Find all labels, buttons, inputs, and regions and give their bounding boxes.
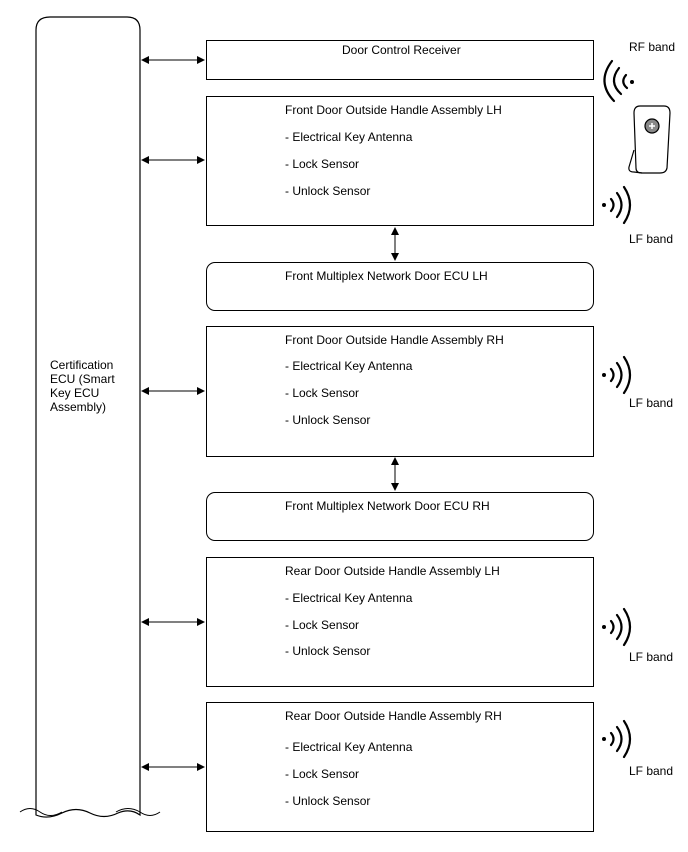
lf-band-label: LF band	[629, 396, 674, 410]
handle-item: - Lock Sensor	[285, 157, 360, 171]
ecu-label-line: ECU (Smart	[50, 372, 115, 386]
front-door-handle-lh-box: Front Door Outside Handle Assembly LH - …	[206, 96, 594, 226]
handle-title: Front Door Outside Handle Assembly LH	[285, 103, 502, 117]
handle-item: - Lock Sensor	[285, 386, 360, 400]
front-door-handle-rh-box: Front Door Outside Handle Assembly RH - …	[206, 326, 594, 457]
handle-item: - Unlock Sensor	[285, 184, 371, 198]
lf-band-label: LF band	[629, 650, 674, 664]
door-ecu-rh-box: Front Multiplex Network Door ECU RH	[206, 492, 594, 541]
lf-wave-icon	[602, 185, 632, 225]
handle-title: Rear Door Outside Handle Assembly RH	[285, 709, 502, 723]
door-ecu-title: Front Multiplex Network Door ECU RH	[285, 499, 490, 513]
handle-item: - Unlock Sensor	[285, 413, 371, 427]
handle-item: - Electrical Key Antenna	[285, 740, 413, 754]
handle-title: Front Door Outside Handle Assembly RH	[285, 333, 504, 347]
door-control-receiver-box: Door Control Receiver	[206, 40, 594, 80]
lf-wave-icon	[602, 355, 632, 395]
lf-wave-icon	[602, 719, 632, 759]
lf-band-label: LF band	[629, 764, 674, 778]
lf-band-label: LF band	[629, 232, 674, 246]
handle-item: - Electrical Key Antenna	[285, 130, 413, 144]
handle-item: - Lock Sensor	[285, 767, 360, 781]
handle-item: - Lock Sensor	[285, 618, 360, 632]
key-fob-icon	[628, 105, 671, 174]
ecu-label-line: Assembly)	[50, 400, 107, 414]
handle-item: - Unlock Sensor	[285, 794, 371, 808]
handle-item: - Unlock Sensor	[285, 644, 371, 658]
rf-wave-icon	[603, 59, 634, 103]
ecu-label-line: Key ECU	[50, 386, 100, 400]
receiver-title: Door Control Receiver	[342, 43, 461, 57]
door-ecu-lh-box: Front Multiplex Network Door ECU LH	[206, 262, 594, 311]
lf-wave-icon	[602, 607, 632, 647]
rear-door-handle-rh-box: Rear Door Outside Handle Assembly RH - E…	[206, 702, 594, 832]
ecu-label: Certification ECU (Smart Key ECU Assembl…	[50, 358, 130, 414]
ecu-label-line: Certification	[50, 358, 114, 372]
handle-title: Rear Door Outside Handle Assembly LH	[285, 564, 500, 578]
handle-item: - Electrical Key Antenna	[285, 591, 413, 605]
rf-band-label: RF band	[629, 40, 676, 54]
rear-door-handle-lh-box: Rear Door Outside Handle Assembly LH - E…	[206, 557, 594, 687]
handle-item: - Electrical Key Antenna	[285, 359, 413, 373]
door-ecu-title: Front Multiplex Network Door ECU LH	[285, 269, 488, 283]
